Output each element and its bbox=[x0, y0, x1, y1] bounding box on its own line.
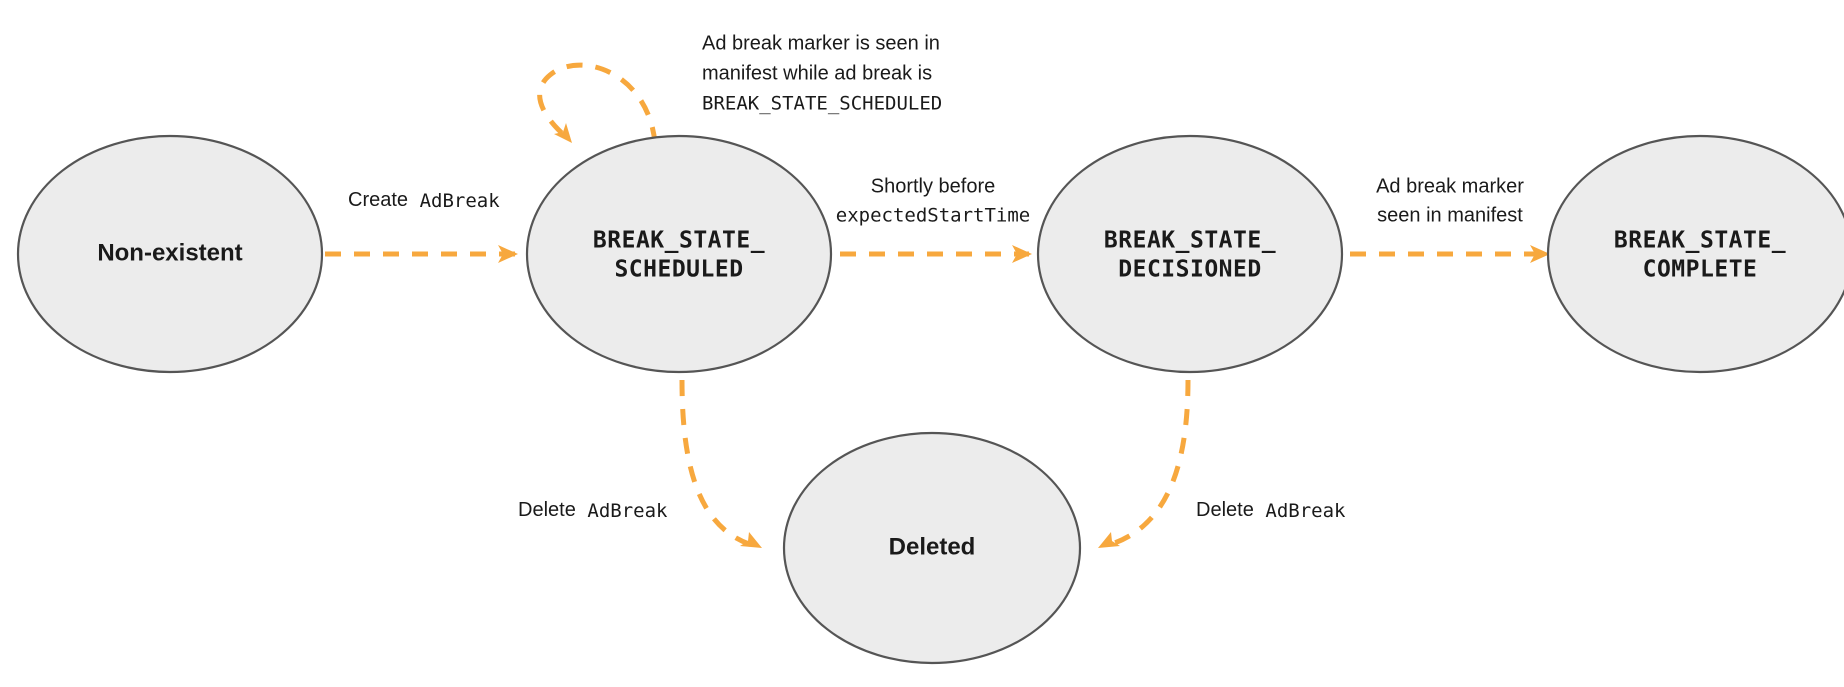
edge-scheduled-self-loop-arrowhead bbox=[554, 123, 572, 143]
edge-label-scheduled-to-decisioned: Shortly before expectedStartTime bbox=[836, 175, 1030, 226]
node-deleted-label: Deleted bbox=[889, 533, 976, 560]
edge-label-decisioned-to-complete-line1: Ad break marker bbox=[1376, 175, 1524, 197]
node-break-state-complete[interactable]: BREAK_STATE_ COMPLETE bbox=[1546, 134, 1844, 374]
node-break-state-complete-label-line2: COMPLETE bbox=[1643, 257, 1758, 283]
node-break-state-decisioned-shape[interactable] bbox=[1036, 134, 1344, 374]
edge-label-scheduled-to-decisioned-line1: Shortly before bbox=[871, 175, 996, 197]
node-non-existent[interactable]: Non-existent bbox=[16, 134, 324, 374]
edge-scheduled-to-decisioned-arrowhead bbox=[1012, 245, 1032, 263]
edge-decisioned-to-complete bbox=[1350, 245, 1550, 263]
edge-scheduled-to-deleted-arrowhead bbox=[740, 532, 762, 548]
edge-label-scheduled-self-loop: Ad break marker is seen in manifest whil… bbox=[702, 32, 942, 114]
edge-label-scheduled-self-loop-line1: Ad break marker is seen in bbox=[702, 32, 940, 54]
node-break-state-decisioned[interactable]: BREAK_STATE_ DECISIONED bbox=[1036, 134, 1344, 374]
edge-scheduled-self-loop bbox=[537, 62, 658, 144]
node-break-state-decisioned-label-line2: DECISIONED bbox=[1118, 257, 1261, 283]
edge-decisioned-to-deleted-line bbox=[1104, 379, 1191, 549]
node-break-state-scheduled-label-line1: BREAK_STATE_ bbox=[593, 228, 765, 254]
edge-label-create-adbreak-text: Create AdBreak bbox=[348, 189, 500, 211]
node-non-existent-shape[interactable] bbox=[16, 134, 324, 374]
edge-label-decisioned-to-complete-line2: seen in manifest bbox=[1377, 204, 1523, 226]
edge-decisioned-to-deleted-arrowhead bbox=[1098, 532, 1120, 548]
edge-label-scheduled-to-deleted-text: Delete AdBreak bbox=[518, 499, 668, 521]
edge-label-decisioned-to-deleted: Delete AdBreak bbox=[1196, 499, 1346, 521]
edge-scheduled-self-loop-arc bbox=[537, 62, 658, 144]
node-break-state-complete-label-line1: BREAK_STATE_ bbox=[1614, 228, 1786, 254]
edge-scheduled-to-deleted bbox=[679, 379, 762, 549]
node-break-state-scheduled-label-line2: SCHEDULED bbox=[614, 257, 743, 283]
node-break-state-complete-shape[interactable] bbox=[1546, 134, 1844, 374]
edge-create-adbreak-arrowhead bbox=[498, 245, 518, 263]
edge-scheduled-to-deleted-line bbox=[679, 379, 756, 549]
node-deleted[interactable]: Deleted bbox=[782, 431, 1082, 665]
edge-label-scheduled-to-deleted: Delete AdBreak bbox=[518, 499, 668, 521]
edge-scheduled-to-decisioned bbox=[840, 245, 1032, 263]
node-break-state-decisioned-label-line1: BREAK_STATE_ bbox=[1104, 228, 1276, 254]
edge-label-decisioned-to-deleted-text: Delete AdBreak bbox=[1196, 499, 1346, 521]
edge-label-create-adbreak: Create AdBreak bbox=[348, 189, 500, 211]
node-break-state-scheduled-shape[interactable] bbox=[525, 134, 833, 374]
edge-decisioned-to-complete-arrowhead bbox=[1530, 245, 1550, 263]
edge-label-scheduled-to-decisioned-line2: expectedStartTime bbox=[836, 205, 1030, 227]
node-deleted-shape[interactable] bbox=[782, 431, 1082, 665]
edge-label-decisioned-to-complete: Ad break marker seen in manifest bbox=[1376, 175, 1524, 226]
node-non-existent-label: Non-existent bbox=[97, 239, 242, 266]
edge-label-scheduled-self-loop-line3: BREAK_STATE_SCHEDULED bbox=[702, 93, 942, 115]
edge-decisioned-to-deleted bbox=[1098, 379, 1191, 549]
node-break-state-scheduled[interactable]: BREAK_STATE_ SCHEDULED bbox=[525, 134, 833, 374]
edge-create-adbreak bbox=[325, 245, 518, 263]
edge-label-scheduled-self-loop-line2: manifest while ad break is bbox=[702, 62, 932, 84]
